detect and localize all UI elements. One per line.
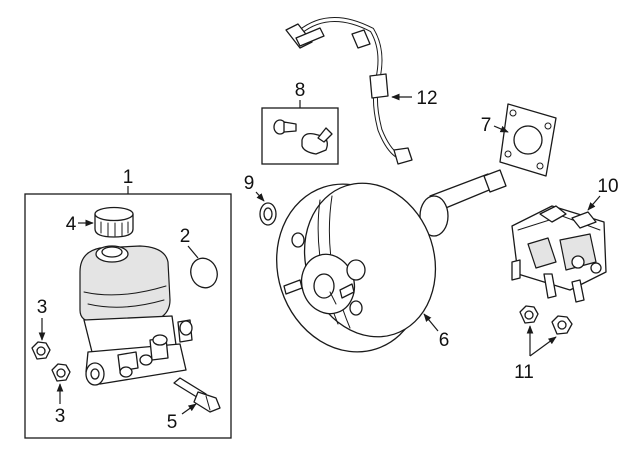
master-cylinder-nut-lower <box>51 363 71 382</box>
reservoir-cap <box>94 206 134 238</box>
callout-7-leader <box>493 125 509 133</box>
callout-2-leader <box>187 245 199 259</box>
booster-seal <box>259 202 277 226</box>
hardware-kit-group: 8 <box>261 80 339 165</box>
callout-3-lower: 3 <box>55 406 66 427</box>
hardware-bolt <box>273 119 297 135</box>
master-cylinder <box>79 245 193 386</box>
callout-7: 7 <box>481 115 492 136</box>
callout-1: 1 <box>123 167 134 188</box>
callout-3-upper: 3 <box>37 297 48 318</box>
hardware-clip <box>301 127 333 155</box>
callout-8: 8 <box>295 80 306 101</box>
callout-5: 5 <box>167 412 178 433</box>
callout-10: 10 <box>597 176 618 197</box>
fluid-level-sensor <box>173 377 221 413</box>
brake-booster <box>276 169 507 353</box>
master-cylinder-group: 1 4 <box>24 167 232 439</box>
callout-11-leader-right <box>529 336 557 357</box>
callout-6: 6 <box>439 330 450 351</box>
callout-6-leader <box>423 313 439 332</box>
master-cylinder-nut-upper <box>31 341 51 360</box>
vacuum-hose <box>285 17 413 165</box>
hydraulic-control-unit <box>511 205 607 303</box>
callout-9: 9 <box>244 173 255 194</box>
callout-2: 2 <box>180 226 191 247</box>
reservoir-seal-ring <box>190 257 218 289</box>
callout-12: 12 <box>416 88 437 109</box>
callout-9-leader <box>255 191 265 202</box>
booster-gasket <box>499 103 557 177</box>
callout-4: 4 <box>66 214 77 235</box>
hydraulic-unit-nut-right <box>551 315 573 335</box>
hydraulic-unit-nut-left <box>519 305 539 324</box>
callout-11: 11 <box>514 362 534 383</box>
callout-5-leader <box>181 403 197 415</box>
callout-10-leader <box>587 195 601 211</box>
